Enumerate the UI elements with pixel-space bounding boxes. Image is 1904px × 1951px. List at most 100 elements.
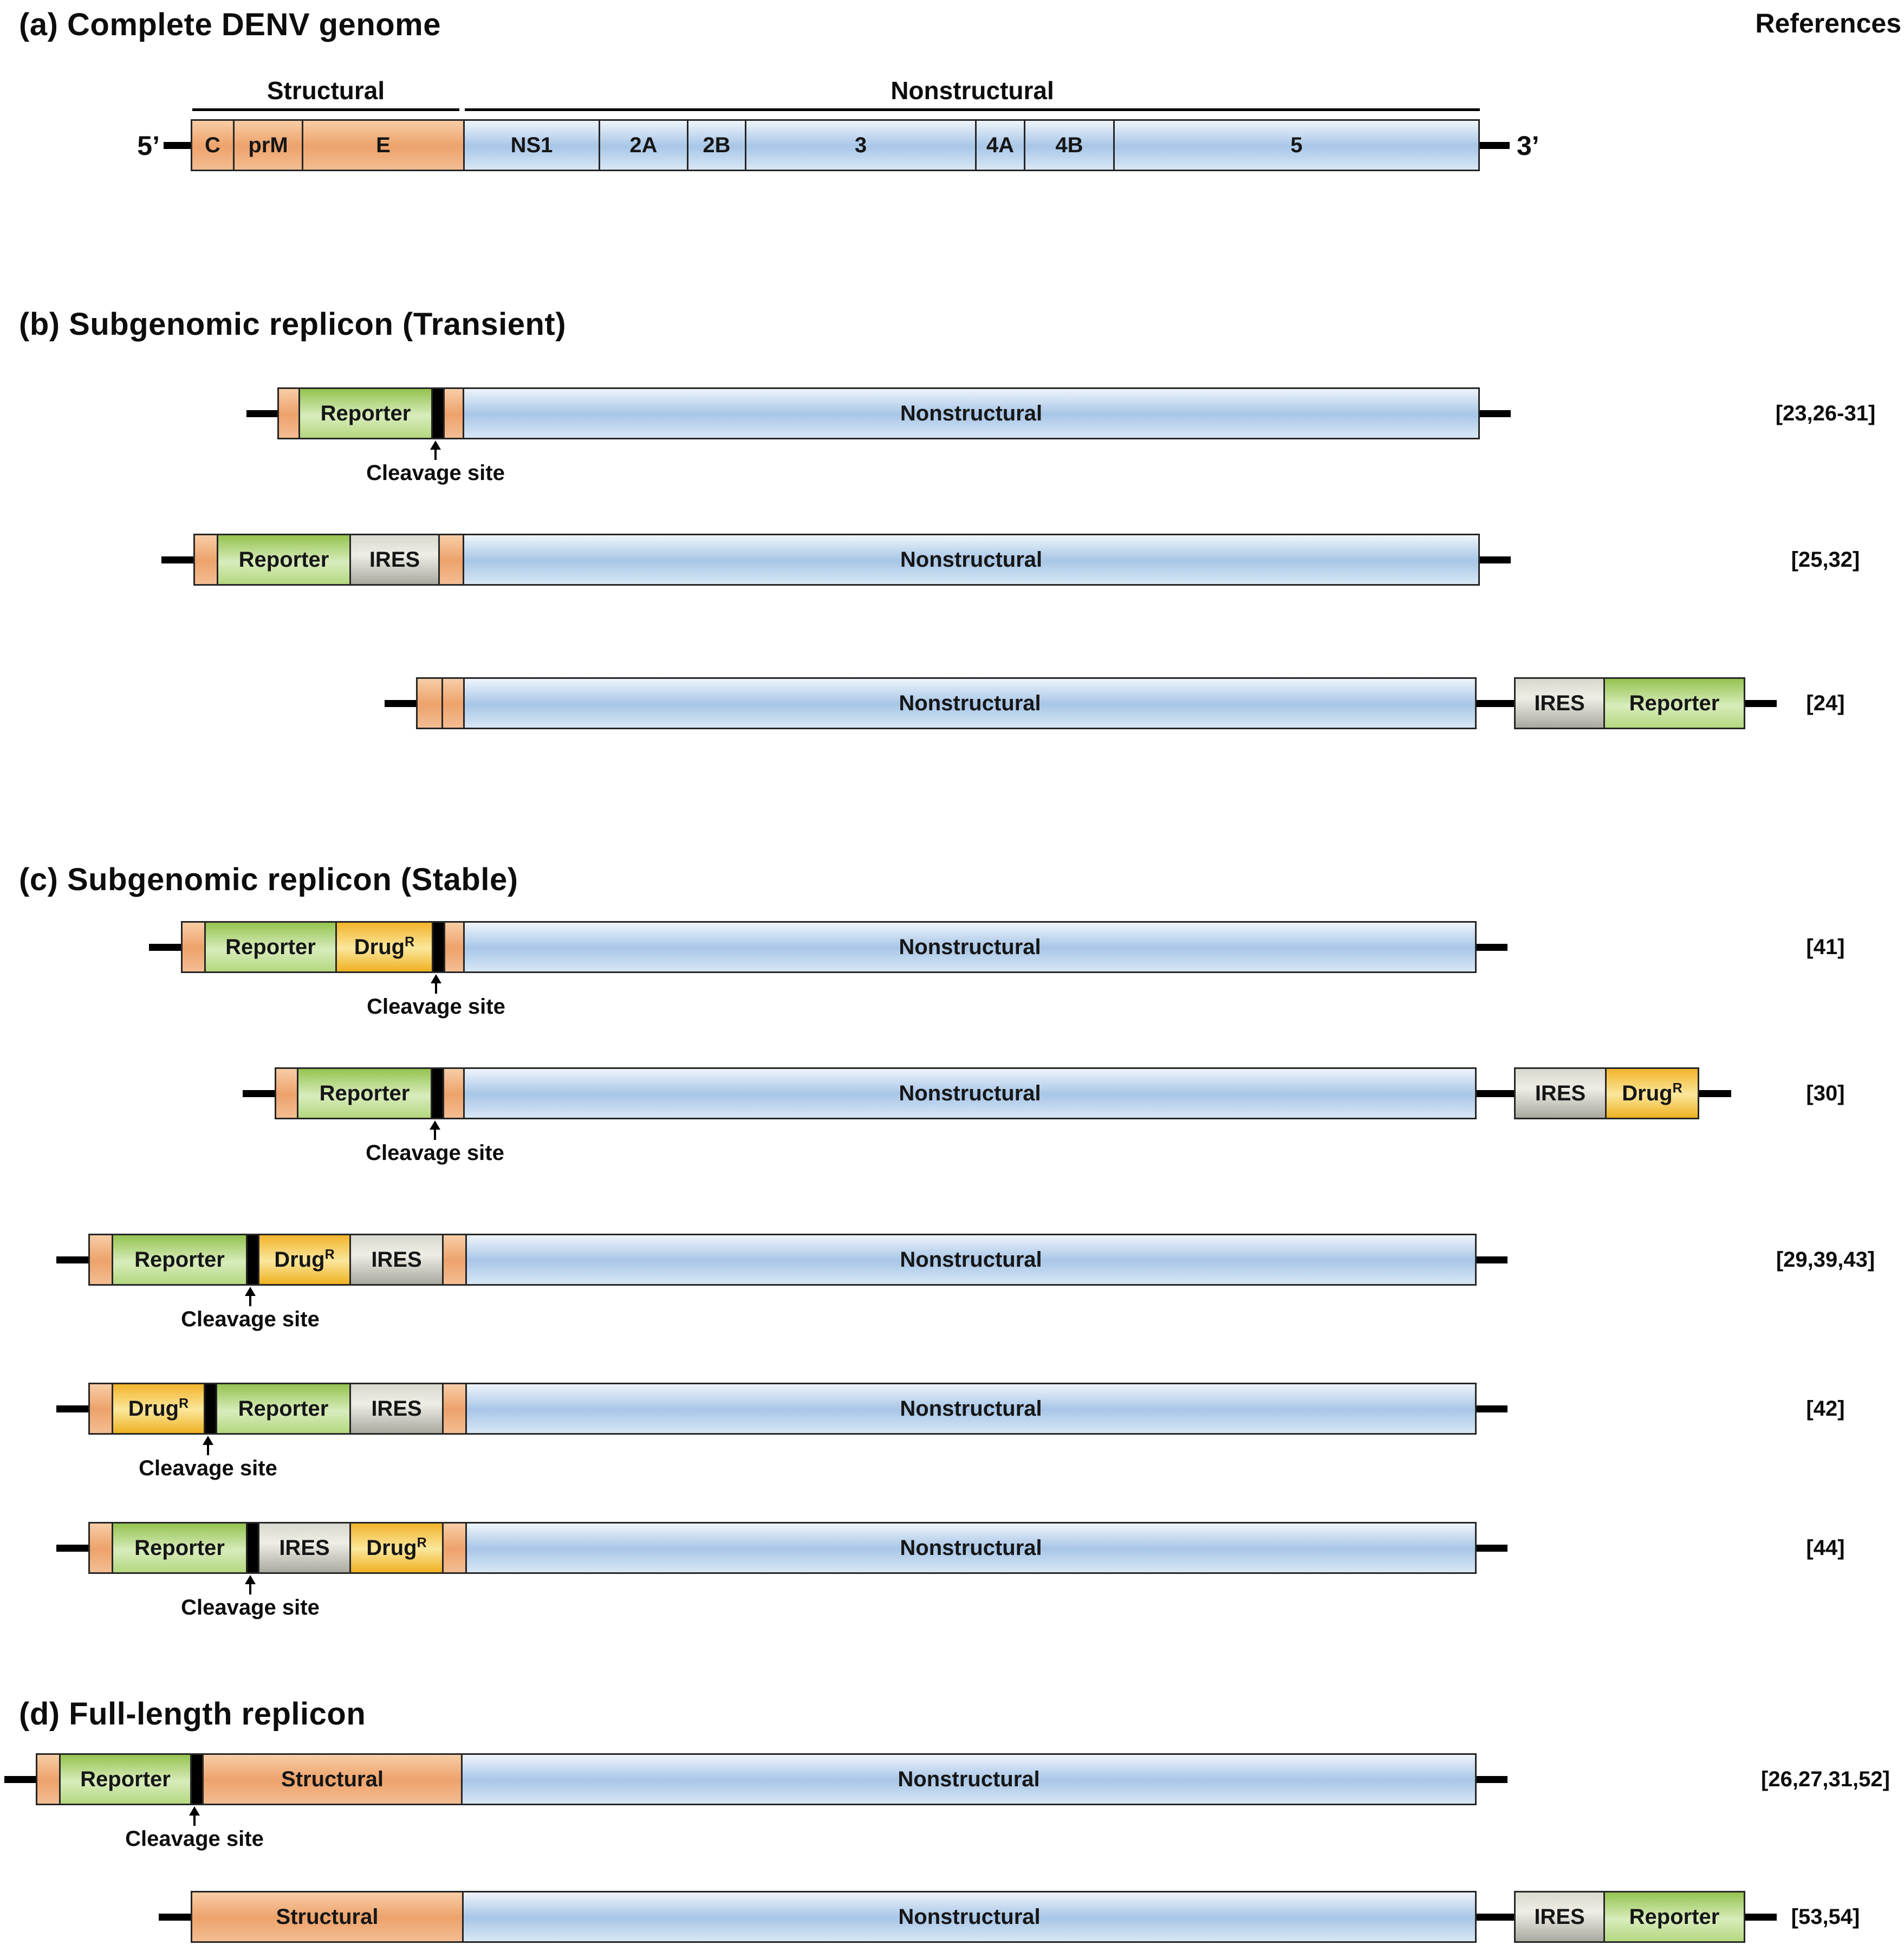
construct-bar-c1: Reporter DrugR Nonstructural bbox=[181, 921, 1477, 973]
reference-label: [53,54] bbox=[1791, 1905, 1860, 1929]
drug-resistance-segment: DrugR bbox=[335, 923, 432, 971]
segment-label: Reporter bbox=[80, 1767, 171, 1791]
arrow-stem bbox=[249, 1295, 251, 1306]
segment-label: Reporter bbox=[238, 1396, 329, 1421]
cleavage-site-annotation: Cleavage site bbox=[343, 1120, 527, 1165]
panel-b-title: (b) Subgenomic replicon (Transient) bbox=[19, 307, 567, 342]
nonstructural-segment: Nonstructural bbox=[465, 1384, 1475, 1433]
segment-label: 2A bbox=[629, 133, 658, 157]
segment-label: DrugR bbox=[354, 934, 415, 959]
segment-label: Nonstructural bbox=[899, 935, 1041, 959]
arrow-stem bbox=[193, 1815, 196, 1826]
segment-ns4b: 4B bbox=[1024, 121, 1113, 170]
cleavage-site-annotation: Cleavage site bbox=[102, 1806, 287, 1851]
leader-line bbox=[385, 700, 416, 707]
trailer-line bbox=[1477, 1776, 1507, 1783]
nonstructural-segment: Nonstructural bbox=[465, 1524, 1475, 1572]
three-prime-label: 3’ bbox=[1517, 131, 1539, 161]
nonstructural-segment: Nonstructural bbox=[462, 1892, 1475, 1941]
segment-label: Nonstructural bbox=[900, 547, 1043, 572]
ires-segment: IRES bbox=[349, 1384, 442, 1433]
segment-label: Nonstructural bbox=[900, 1247, 1042, 1272]
segment-label: Nonstructural bbox=[898, 1767, 1040, 1791]
segment-label: DrugR bbox=[274, 1247, 335, 1272]
segment-ns5: 5 bbox=[1113, 121, 1478, 170]
reference-label: [25,32] bbox=[1791, 548, 1860, 572]
nonstructural-segment: Nonstructural bbox=[463, 389, 1478, 438]
construct-bar-d1: Reporter Structural Nonstructural bbox=[36, 1753, 1477, 1805]
structural-stub-segment bbox=[443, 389, 463, 438]
segment-label: Nonstructural bbox=[900, 401, 1043, 425]
segment-label: NS1 bbox=[510, 133, 553, 157]
leader-line bbox=[243, 1090, 275, 1097]
cleavage-site-marker bbox=[246, 1524, 258, 1572]
reporter-segment: Reporter bbox=[59, 1755, 190, 1804]
reporter-segment: Reporter bbox=[298, 389, 431, 438]
segment-c: C bbox=[192, 121, 233, 170]
structural-overline bbox=[192, 108, 459, 111]
construct-bar-b2: Reporter IRES Nonstructural bbox=[193, 534, 1480, 586]
arrow-up-icon bbox=[430, 1120, 440, 1130]
segment-label: Reporter bbox=[1629, 691, 1720, 715]
segment-label: Nonstructural bbox=[899, 1081, 1041, 1105]
ires-segment: IRES bbox=[1516, 1892, 1603, 1941]
drug-resistance-segment: DrugR bbox=[258, 1235, 349, 1284]
structural-stub-segment bbox=[276, 1069, 297, 1118]
arrow-up-icon bbox=[203, 1436, 213, 1445]
segment-label: IRES bbox=[279, 1535, 330, 1560]
segment-label: E bbox=[376, 133, 391, 157]
trailer-line bbox=[1477, 1405, 1507, 1412]
segment-label: Reporter bbox=[1629, 1904, 1720, 1929]
leader-line bbox=[246, 410, 277, 417]
segment-label: Reporter bbox=[134, 1535, 225, 1560]
trailer-line bbox=[1477, 944, 1507, 951]
references-header: References bbox=[1755, 8, 1901, 38]
segment-ns4a: 4A bbox=[975, 121, 1024, 170]
structural-stub-segment bbox=[37, 1755, 59, 1804]
segment-label: 5 bbox=[1290, 133, 1303, 157]
segment-label: Reporter bbox=[319, 1081, 410, 1105]
cleavage-site-label: Cleavage site bbox=[367, 995, 505, 1019]
reporter-segment: Reporter bbox=[112, 1524, 246, 1572]
structural-segment: Structural bbox=[202, 1755, 461, 1804]
leader-line bbox=[159, 1914, 191, 1921]
structural-stub-segment bbox=[441, 679, 463, 728]
nonstructural-segment: Nonstructural bbox=[463, 923, 1475, 971]
segment-ns2b: 2B bbox=[687, 121, 745, 170]
nonstructural-segment: Nonstructural bbox=[463, 1069, 1475, 1118]
segment-label: C bbox=[205, 133, 220, 157]
nonstructural-segment: Nonstructural bbox=[463, 535, 1478, 584]
cleavage-site-label: Cleavage site bbox=[125, 1827, 264, 1851]
segment-label: DrugR bbox=[128, 1396, 189, 1421]
ires-segment: IRES bbox=[349, 1235, 442, 1284]
trailer-line bbox=[1745, 700, 1777, 707]
segment-label: IRES bbox=[371, 1396, 422, 1421]
segment-label: DrugR bbox=[1622, 1080, 1682, 1105]
structural-stub-segment bbox=[90, 1524, 112, 1572]
segment-label: IRES bbox=[369, 547, 420, 572]
nonstructural-overline bbox=[465, 108, 1480, 111]
nonstructural-segment: Nonstructural bbox=[463, 679, 1475, 728]
segment-ns2a: 2A bbox=[599, 121, 687, 170]
construct-bar-c2: Reporter Nonstructural bbox=[275, 1067, 1477, 1119]
segment-label: IRES bbox=[1535, 1081, 1586, 1105]
arrow-stem bbox=[435, 983, 437, 994]
structural-stub-segment bbox=[443, 1069, 463, 1118]
construct-bar-c3: Reporter DrugR IRES Nonstructural bbox=[88, 1234, 1477, 1286]
reporter-segment: Reporter bbox=[297, 1069, 431, 1118]
genome-bar: C prM E NS1 2A 2B 3 4A 4B 5 bbox=[191, 119, 1480, 171]
segment-prm: prM bbox=[233, 121, 302, 170]
panel-a-title: (a) Complete DENV genome bbox=[19, 7, 441, 42]
cleavage-site-label: Cleavage site bbox=[181, 1596, 320, 1619]
cleavage-site-marker bbox=[431, 389, 443, 438]
cleavage-site-label: Cleavage site bbox=[181, 1307, 320, 1331]
cleavage-site-annotation: Cleavage site bbox=[116, 1436, 300, 1481]
arrow-up-icon bbox=[430, 440, 441, 450]
arrow-up-icon bbox=[245, 1575, 256, 1584]
structural-group-label: Structural bbox=[267, 76, 385, 105]
cleavage-site-annotation: Cleavage site bbox=[343, 440, 528, 485]
segment-label: Structural bbox=[281, 1767, 384, 1791]
segment-label: 2B bbox=[703, 133, 731, 157]
segment-label: Nonstructural bbox=[900, 1396, 1042, 1421]
